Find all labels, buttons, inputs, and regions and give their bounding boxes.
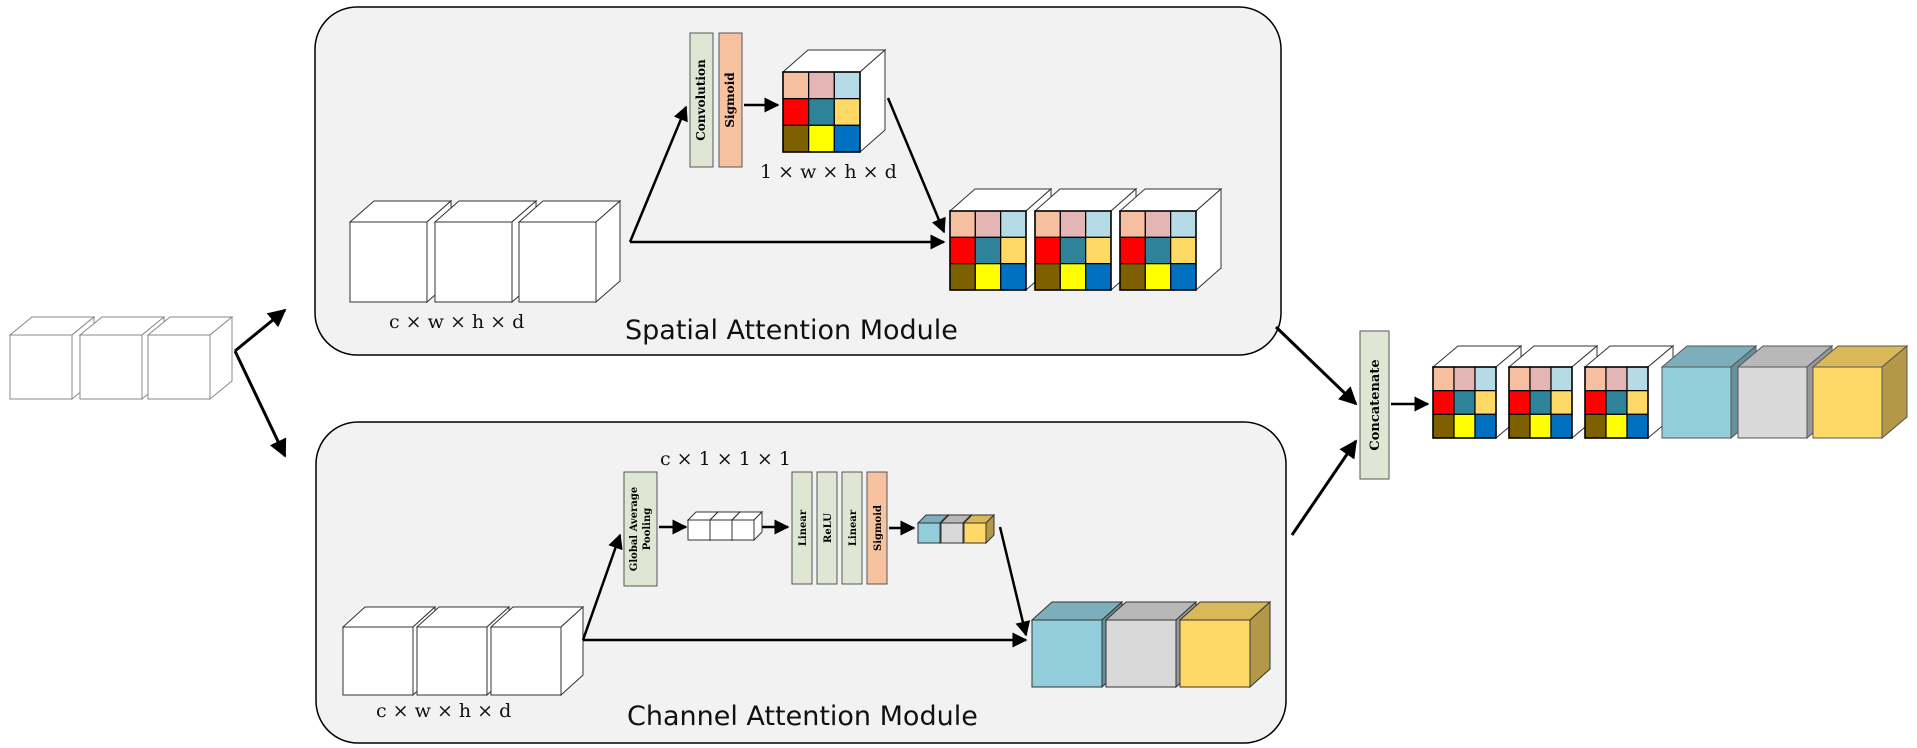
spatial-attention-map-cube: [781, 48, 887, 154]
channel-weight-cubes: [916, 513, 996, 545]
final-spatial-cube: [1431, 344, 1523, 440]
arrow-channel-to-gap: [581, 533, 623, 641]
linear-layer-2: [841, 471, 863, 585]
gap-label-line1: Global Average: [629, 487, 640, 571]
linear-layer-1: [791, 471, 813, 585]
arrow-channel-to-concat: [1290, 439, 1358, 536]
gap-label-line2: Pooling: [642, 508, 653, 550]
final-output-cubes: [1431, 344, 1909, 440]
channel-output-cubes: [1030, 600, 1272, 689]
pooled-cubes: [686, 510, 764, 542]
spatial-input-cube: [517, 199, 622, 304]
arrow-input-to-spatial: [234, 308, 287, 353]
attention-map-cube: [781, 48, 887, 154]
pooled-dims: c × 1 × 1 × 1: [660, 448, 791, 470]
concatenate-layer: [1359, 330, 1390, 480]
final-spatial-cube: [1583, 344, 1675, 440]
convolution-layer: [689, 32, 714, 168]
arrow-weights-to-output: [998, 526, 1031, 637]
arrow-spatial-to-concat: [1274, 325, 1358, 406]
spatial-output-cube: [1118, 187, 1223, 292]
channel-sigmoid-label: Sigmoid: [873, 505, 884, 551]
pooled-cube: [730, 510, 764, 542]
global-average-pooling-layer: [623, 471, 658, 587]
channel-weight-cube: [962, 513, 996, 545]
convolution-label: Convolution: [694, 59, 708, 141]
relu-layer: [816, 471, 838, 585]
final-spatial-cube: [1507, 344, 1599, 440]
channel-sigmoid-layer: [866, 471, 888, 585]
channel-output-cube: [1178, 600, 1272, 689]
relu-label: ReLU: [823, 513, 834, 543]
channel-input-cubes: [341, 605, 585, 697]
concatenate-label: Concatenate: [1368, 359, 1383, 450]
input-feature-cubes: [8, 315, 234, 401]
spatial-input-dims: c × w × h × d: [389, 311, 524, 333]
channel-input-cube: [489, 605, 585, 697]
input-cube: [78, 315, 166, 401]
arrow-input-to-channel: [233, 350, 287, 458]
spatial-output-cubes: [948, 187, 1223, 292]
spatial-sigmoid-layer: [718, 32, 743, 168]
arrows: [233, 97, 1430, 648]
spatial-input-cubes: [348, 199, 622, 304]
channel-module-title: Channel Attention Module: [627, 701, 978, 732]
input-cube: [146, 315, 234, 401]
linear-label-2: Linear: [848, 509, 859, 546]
channel-input-dims: c × w × h × d: [376, 700, 511, 722]
arrow-spatial-to-conv: [628, 105, 688, 243]
linear-label-1: Linear: [798, 509, 809, 546]
spatial-sigmoid-label: Sigmoid: [723, 72, 737, 128]
spatial-module-title: Spatial Attention Module: [625, 315, 958, 346]
spatial-map-dims: 1 × w × h × d: [760, 161, 897, 183]
arrow-map-to-output: [886, 97, 946, 234]
final-channel-cube: [1811, 344, 1909, 440]
